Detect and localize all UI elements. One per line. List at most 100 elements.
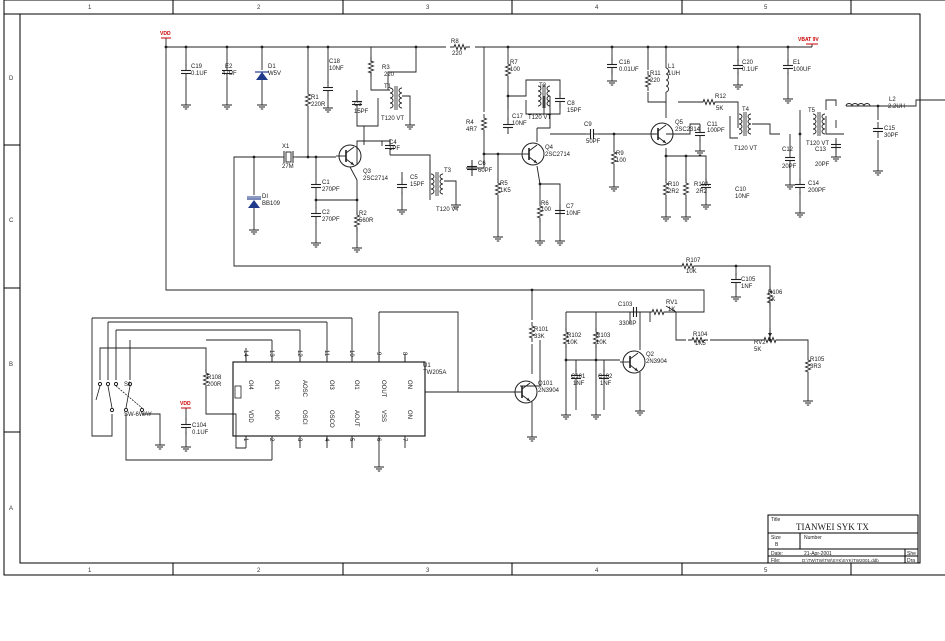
value-c20: 0.1UF bbox=[742, 67, 759, 73]
value-rv1: 1K bbox=[668, 307, 675, 313]
value-c19: 0.1UF bbox=[191, 71, 208, 77]
label-r10a: R10A bbox=[694, 182, 709, 188]
ground-ic bbox=[373, 461, 385, 472]
ground-t1 bbox=[404, 119, 416, 130]
value-c8: 15PF bbox=[567, 108, 582, 114]
label-e2: E2 bbox=[225, 64, 233, 70]
value-c14: 200PF bbox=[808, 188, 826, 194]
label-r2: R2 bbox=[359, 211, 367, 217]
value-di: BB109 bbox=[262, 201, 281, 207]
label-r9: R9 bbox=[616, 151, 624, 157]
label-c2: C2 bbox=[322, 210, 330, 216]
ic-pin-num-10: 10 bbox=[348, 350, 354, 357]
label-c103: C103 bbox=[618, 302, 633, 308]
ic-pin-num-12: 12 bbox=[296, 350, 302, 357]
cap-c2 bbox=[310, 206, 322, 224]
value-c1: 270PF bbox=[322, 187, 340, 193]
switch-s1 bbox=[95, 381, 145, 413]
label-c102: C102 bbox=[598, 374, 613, 380]
label-c6: C6 bbox=[478, 161, 486, 167]
label-r7: R7 bbox=[510, 60, 518, 66]
value-c3: 15PF bbox=[354, 109, 369, 115]
value-r105: 3R3 bbox=[810, 364, 822, 370]
transistor-q4 bbox=[518, 142, 545, 166]
label-c101: C101 bbox=[571, 374, 586, 380]
value-q3: 2SC2714 bbox=[363, 176, 389, 182]
power-labels: VDD VBAT 9V VDD bbox=[160, 31, 819, 407]
ground-r102 bbox=[560, 409, 572, 420]
ground-c2 bbox=[310, 237, 322, 248]
ground-e1 bbox=[782, 93, 794, 104]
label-c105: C105 bbox=[741, 277, 756, 283]
value-r12: 5K bbox=[716, 106, 723, 112]
zone-row-a: A bbox=[9, 506, 13, 512]
ic-pin-top-4: OI3 bbox=[328, 380, 334, 390]
value-x1: 27M bbox=[282, 164, 294, 170]
label-c9: C9 bbox=[584, 122, 592, 128]
label-c19: C19 bbox=[191, 64, 203, 70]
ic-pin-num-3: 3 bbox=[296, 438, 302, 442]
ground-r103 bbox=[590, 409, 602, 420]
value-l2: 2.2UH bbox=[888, 104, 905, 110]
value-r104: 1K5 bbox=[695, 341, 706, 347]
label-c4: C4 bbox=[389, 140, 397, 146]
label-c11: C11 bbox=[707, 122, 718, 128]
ground-c105 bbox=[730, 291, 742, 302]
ic-pin-num-13: 13 bbox=[268, 350, 274, 357]
value-r103: 10K bbox=[596, 340, 607, 346]
value-c17: 10NF bbox=[512, 121, 527, 127]
value-c12: 20PF bbox=[782, 164, 797, 170]
ground-switch bbox=[154, 439, 166, 450]
value-r106: 1K bbox=[768, 297, 775, 303]
value-c16: 0.01UF bbox=[619, 67, 639, 73]
transistor-q101 bbox=[511, 380, 538, 404]
drawing-frame bbox=[3, 0, 945, 576]
value-s1: SW-6WAY bbox=[124, 412, 152, 418]
ground-c10 bbox=[700, 199, 712, 210]
value-c9: 50PF bbox=[586, 139, 601, 145]
value-l1: 1UH bbox=[668, 71, 680, 77]
label-q5: Q5 bbox=[675, 120, 684, 126]
ground-c5 bbox=[396, 204, 408, 215]
label-r10: R10 bbox=[668, 182, 680, 188]
label-c18: C18 bbox=[329, 59, 341, 65]
ground-r10 bbox=[660, 211, 672, 222]
res-r8 bbox=[449, 44, 471, 50]
value-c6: 60PF bbox=[478, 168, 493, 174]
ground-r5 bbox=[492, 231, 504, 242]
junctions bbox=[164, 45, 880, 362]
res-r12 bbox=[698, 99, 720, 105]
label-r12: R12 bbox=[715, 94, 727, 100]
ic-pin-num-6: 6 bbox=[375, 438, 381, 442]
date-value: 21-Apr-2001 bbox=[804, 551, 832, 557]
ic-pin-num-8: 8 bbox=[401, 352, 407, 356]
label-c20: C20 bbox=[742, 60, 754, 66]
value-t1: T120 VT bbox=[381, 116, 404, 122]
label-u1: U1 bbox=[423, 363, 431, 369]
ic-pin-num-11: 11 bbox=[323, 350, 329, 357]
res-r10a bbox=[683, 178, 689, 200]
value-c104: 0.1UF bbox=[192, 430, 209, 436]
zone-col-5-top: 5 bbox=[764, 5, 768, 11]
value-t5: T120 VT bbox=[806, 141, 829, 147]
value-r9: 100 bbox=[616, 158, 627, 164]
label-t5: T5 bbox=[808, 108, 816, 114]
zone-col-3-top: 3 bbox=[426, 5, 430, 11]
value-r108: 200R bbox=[207, 382, 222, 388]
cap-e1 bbox=[782, 58, 794, 76]
ground-c11 bbox=[694, 145, 706, 156]
inductor-l2 bbox=[845, 103, 871, 107]
ic-pin-top-1: OI4 bbox=[247, 380, 253, 390]
value-r10: 2R2 bbox=[668, 189, 680, 195]
cap-c18 bbox=[322, 80, 334, 98]
ground-c104 bbox=[180, 441, 192, 452]
ground-c19 bbox=[180, 99, 192, 110]
res-r4 bbox=[481, 113, 487, 135]
ic-pin-bottom-4: OSCO bbox=[328, 410, 334, 428]
cap-c8 bbox=[554, 91, 566, 109]
ground-c7 bbox=[554, 235, 566, 246]
label-c12: C12 bbox=[782, 147, 794, 153]
transformer-t1 bbox=[389, 85, 403, 111]
ground-c20 bbox=[732, 79, 744, 90]
ground-c13 bbox=[830, 151, 842, 162]
